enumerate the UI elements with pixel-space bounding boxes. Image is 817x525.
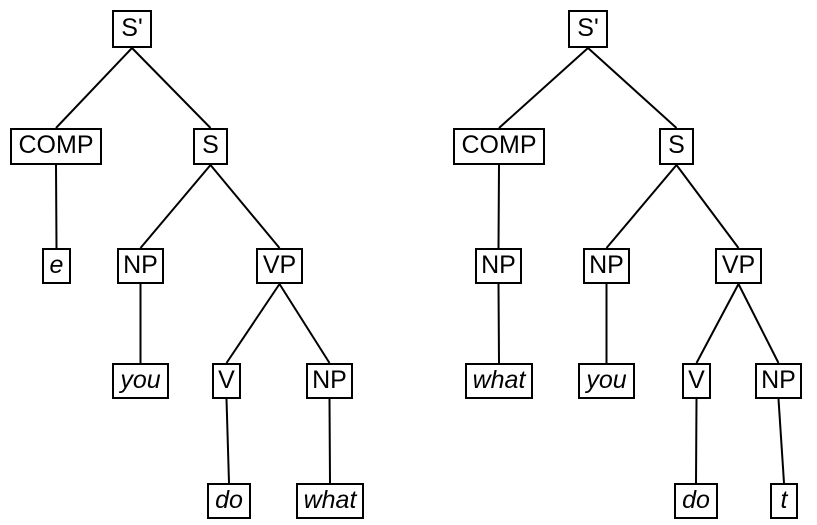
tree-node-label: S <box>668 131 685 159</box>
tree-node-l-e: e <box>42 248 71 284</box>
tree-edge-l-v-l-do <box>225 398 230 484</box>
tree-edge-r-np0-r-what <box>497 283 500 364</box>
tree-edge-r-v-r-do <box>695 398 698 484</box>
tree-node-r-do: do <box>674 483 718 519</box>
tree-edge-l-s-l-vp <box>209 164 281 249</box>
tree-edge-r-sbar-r-s <box>587 47 678 129</box>
tree-node-r-np0: NP <box>475 248 522 284</box>
tree-node-l-np2: NP <box>306 363 353 399</box>
tree-edge-r-s-r-vp <box>675 164 740 249</box>
tree-node-l-sbar: S' <box>112 10 152 48</box>
tree-node-label: NP <box>761 365 796 394</box>
tree-node-label: you <box>120 365 161 394</box>
tree-node-label: e <box>49 250 64 279</box>
tree-edge-r-s-r-np1 <box>605 164 678 249</box>
tree-node-label: V <box>688 365 705 394</box>
tree-node-label: t <box>780 485 788 514</box>
tree-edge-l-np2-l-what <box>328 398 331 484</box>
tree-edge-r-vp-r-np2 <box>737 283 780 364</box>
tree-node-l-s: S <box>193 128 228 165</box>
tree-node-r-s: S <box>659 128 694 165</box>
tree-node-label: S' <box>577 13 599 42</box>
tree-node-r-you: you <box>578 363 635 399</box>
tree-node-label: NP <box>589 250 624 279</box>
tree-node-label: NP <box>312 365 347 394</box>
tree-node-label: COMP <box>18 131 94 159</box>
tree-edge-r-vp-r-v <box>695 283 740 364</box>
tree-edge-l-comp-l-e <box>55 164 58 249</box>
tree-node-l-v: V <box>212 363 241 399</box>
tree-edge-r-sbar-r-comp <box>498 47 589 129</box>
tree-node-label: do <box>215 485 243 514</box>
tree-node-l-you: you <box>112 363 169 399</box>
tree-edge-l-vp-l-v <box>225 283 281 364</box>
tree-node-label: what <box>303 485 357 514</box>
tree-node-label: S' <box>121 13 143 42</box>
tree-node-l-do: do <box>207 483 251 519</box>
tree-edge-l-sbar-l-s <box>131 47 212 129</box>
tree-edge-l-sbar-l-comp <box>55 47 133 129</box>
tree-node-r-np2: NP <box>755 363 802 399</box>
tree-node-r-v: V <box>682 363 711 399</box>
tree-node-label: VP <box>262 250 297 279</box>
tree-edge-l-s-l-np1 <box>139 164 212 249</box>
tree-node-r-np1: NP <box>583 248 630 284</box>
tree-node-label: NP <box>481 250 516 279</box>
tree-node-r-vp: VP <box>715 248 762 284</box>
tree-node-l-what: what <box>296 483 364 519</box>
tree-node-r-t: t <box>770 483 798 519</box>
tree-node-label: S <box>202 131 219 159</box>
tree-node-label: COMP <box>461 131 537 159</box>
tree-edge-r-np2-r-t <box>777 398 785 484</box>
tree-node-l-vp: VP <box>256 248 303 284</box>
tree-node-label: NP <box>123 250 158 279</box>
tree-node-l-comp: COMP <box>10 128 102 165</box>
tree-node-label: V <box>218 365 235 394</box>
tree-node-label: what <box>472 365 526 394</box>
tree-node-r-sbar: S' <box>568 10 608 48</box>
tree-edge-l-vp-l-np2 <box>278 283 331 364</box>
tree-node-label: you <box>586 365 627 394</box>
tree-edge-r-comp-r-np0 <box>497 164 500 249</box>
tree-node-label: VP <box>721 250 756 279</box>
tree-node-r-what: what <box>465 363 533 399</box>
tree-node-label: do <box>682 485 710 514</box>
tree-node-l-np1: NP <box>117 248 164 284</box>
tree-node-r-comp: COMP <box>453 128 545 165</box>
